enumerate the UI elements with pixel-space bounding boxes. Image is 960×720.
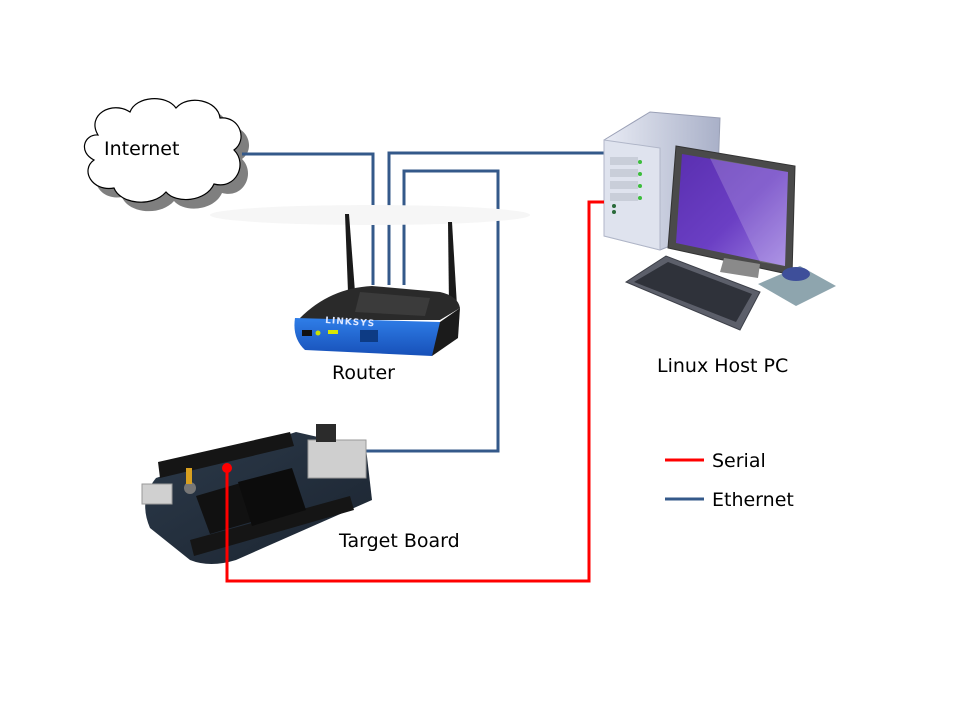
legend: Serial Ethernet	[665, 450, 794, 511]
link-host-board-serial	[225, 200, 604, 583]
svg-text:LINKSYS: LINKSYS	[325, 316, 376, 329]
board-label: Target Board	[338, 530, 460, 552]
board-header-top	[158, 432, 294, 478]
link-internet-router	[242, 152, 375, 285]
router-label: Router	[332, 362, 395, 384]
router-antenna-left	[345, 214, 355, 292]
cloud-shape	[83, 98, 242, 203]
target-board: Target Board	[141, 424, 460, 564]
legend-serial-label: Serial	[712, 450, 766, 472]
router: LINKSYS Router	[210, 205, 530, 384]
board-header-bottom	[190, 496, 354, 556]
serial-connector-dot	[222, 463, 232, 473]
pc-screen	[676, 154, 788, 266]
legend-ethernet-label: Ethernet	[712, 489, 794, 511]
board-ethernet-jack	[307, 439, 367, 479]
board-usb-port	[141, 483, 173, 505]
host-label: Linux Host PC	[657, 355, 788, 377]
router-antenna-right	[448, 222, 457, 306]
pc-mousepad	[758, 266, 836, 306]
host-pc: Linux Host PC	[603, 111, 836, 377]
internet-cloud: Internet	[83, 98, 250, 212]
link-router-host	[387, 151, 604, 285]
pc-mouse	[782, 267, 810, 281]
internet-label: Internet	[104, 138, 179, 160]
serial-links	[225, 200, 604, 583]
